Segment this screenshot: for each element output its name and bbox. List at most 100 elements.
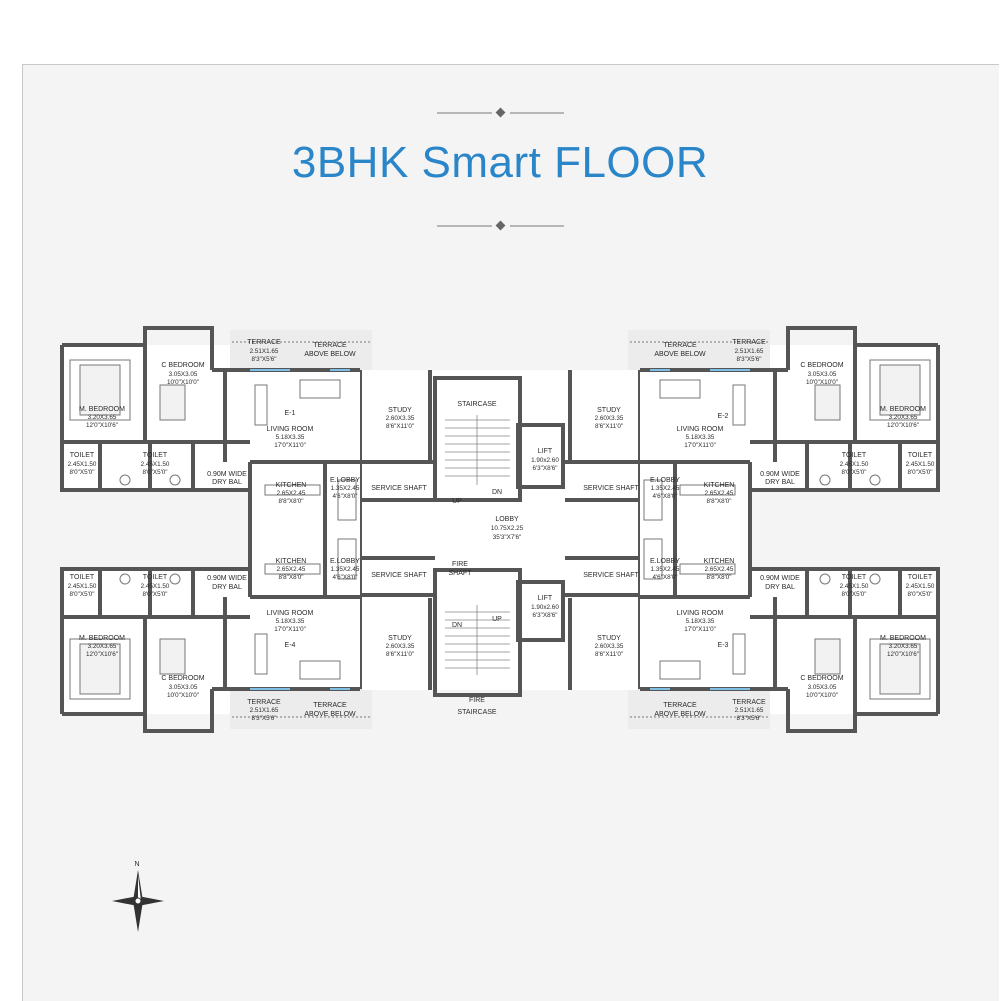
svg-text:2.65X2.45: 2.65X2.45	[705, 490, 734, 497]
e2-service-shaft-label: SERVICE SHAFT	[583, 485, 639, 492]
svg-text:12'0"X10'6": 12'0"X10'6"	[887, 651, 919, 658]
fire-shaft-label-1: FIRE	[452, 561, 468, 568]
e2-terrace-above-label: TERRACE	[663, 342, 697, 349]
e3-toilet1-label: TOILET	[842, 574, 867, 581]
stair-up-label: UP	[452, 498, 462, 505]
svg-text:2.65X2.45: 2.65X2.45	[277, 566, 306, 573]
svg-text:8'6"X11'0": 8'6"X11'0"	[386, 651, 414, 658]
e4-elobby-label: E.LOBBY	[330, 558, 360, 565]
e3-study-label: STUDY	[597, 635, 621, 642]
e2-living-label: LIVING ROOM	[677, 426, 724, 433]
e4-toilet1-label: TOILET	[70, 574, 95, 581]
e1-dry-bal-label: 0.90M WIDE	[207, 471, 247, 478]
svg-text:8'8"X8'0": 8'8"X8'0"	[278, 574, 303, 581]
lift-top-imp: 6'3"X8'6"	[532, 465, 557, 472]
svg-text:2.45X1.50: 2.45X1.50	[906, 583, 935, 590]
compass-north-label: N	[134, 861, 139, 868]
e4-living-label: LIVING ROOM	[267, 610, 314, 617]
lobby-imp: 35'3"X7'6"	[493, 534, 522, 541]
svg-text:DRY BAL: DRY BAL	[212, 584, 242, 591]
svg-text:3.20X3.65: 3.20X3.65	[88, 414, 117, 421]
svg-text:3.20X3.65: 3.20X3.65	[889, 414, 918, 421]
svg-text:ABOVE BELOW: ABOVE BELOW	[654, 711, 706, 718]
svg-text:8'0"X5'0": 8'0"X5'0"	[841, 469, 866, 476]
fire-staircase-label-1: FIRE	[469, 697, 485, 704]
svg-text:8'8"X8'0": 8'8"X8'0"	[706, 498, 731, 505]
svg-text:2.51X1.65: 2.51X1.65	[735, 348, 764, 355]
lift-top-label: LIFT	[538, 448, 553, 455]
e2-study-label: STUDY	[597, 407, 621, 414]
unit-e1	[58, 326, 374, 532]
e3-kitchen-label: KITCHEN	[704, 558, 735, 565]
svg-text:10'0"X10'0": 10'0"X10'0"	[806, 379, 838, 386]
central-core	[362, 370, 638, 697]
svg-text:4'6"X8'0": 4'6"X8'0"	[652, 574, 677, 581]
e2-kitchen-label: KITCHEN	[704, 482, 735, 489]
svg-text:8'0"X5'0": 8'0"X5'0"	[142, 591, 167, 598]
svg-text:10'0"X10'0": 10'0"X10'0"	[806, 692, 838, 699]
e3-terrace-label: TERRACE	[732, 699, 766, 706]
e3-m-bedroom-label: M. BEDROOM	[880, 635, 926, 642]
svg-text:2.45X1.50: 2.45X1.50	[840, 461, 869, 468]
lift-bottom-imp: 6'3"X8'6"	[532, 612, 557, 619]
e4-c-bedroom-label: C BEDROOM	[161, 675, 204, 682]
svg-text:1.35X2.45: 1.35X2.45	[651, 566, 680, 573]
e1-service-shaft-label: SERVICE SHAFT	[371, 485, 427, 492]
svg-text:3.05X3.05: 3.05X3.05	[808, 684, 837, 691]
e1-study-label: STUDY	[388, 407, 412, 414]
svg-text:10'0"X10'0": 10'0"X10'0"	[167, 692, 199, 699]
lobby-dim: 10.75X2.25	[491, 525, 524, 532]
svg-text:4'6"X8'0": 4'6"X8'0"	[332, 574, 357, 581]
e4-study-label: STUDY	[388, 635, 412, 642]
svg-text:5.18X3.35: 5.18X3.35	[276, 618, 305, 625]
staircase-label: STAIRCASE	[457, 401, 496, 408]
lift-bottom-dim: 1.90x2.60	[531, 604, 559, 611]
svg-text:4'6"X8'0": 4'6"X8'0"	[332, 493, 357, 500]
compass-rose-icon: N	[112, 861, 164, 932]
svg-text:12'0"X10'6": 12'0"X10'6"	[86, 422, 118, 429]
fire-stair-up-label: UP	[492, 616, 502, 623]
e3-dry-bal-label: 0.90M WIDE	[760, 575, 800, 582]
svg-text:2.45X1.50: 2.45X1.50	[141, 461, 170, 468]
e1-kitchen-label: KITCHEN	[276, 482, 307, 489]
e1-toilet2-label: TOILET	[143, 452, 168, 459]
svg-text:3.20X3.65: 3.20X3.65	[889, 643, 918, 650]
svg-text:8'8"X8'0": 8'8"X8'0"	[278, 498, 303, 505]
svg-text:8'0"X5'0": 8'0"X5'0"	[841, 591, 866, 598]
e4-m-bedroom-label: M. BEDROOM	[79, 635, 125, 642]
svg-text:3.20X3.65: 3.20X3.65	[88, 643, 117, 650]
svg-text:2.60X3.35: 2.60X3.35	[595, 415, 624, 422]
svg-text:17'0"X11'0": 17'0"X11'0"	[684, 626, 716, 633]
e4-dry-bal-label: 0.90M WIDE	[207, 575, 247, 582]
svg-text:17'0"X11'0": 17'0"X11'0"	[684, 442, 716, 449]
svg-text:2.45X1.50: 2.45X1.50	[68, 461, 97, 468]
svg-text:DRY BAL: DRY BAL	[765, 584, 795, 591]
e3-c-bedroom-label: C BEDROOM	[800, 675, 843, 682]
svg-text:8'3"X5'6": 8'3"X5'6"	[736, 356, 761, 363]
svg-text:1.35X2.45: 1.35X2.45	[331, 566, 360, 573]
svg-text:1.35X2.45: 1.35X2.45	[651, 485, 680, 492]
svg-text:DRY BAL: DRY BAL	[765, 479, 795, 486]
e2-elobby-label: E.LOBBY	[650, 477, 680, 484]
svg-text:2.65X2.45: 2.65X2.45	[277, 490, 306, 497]
svg-text:5.18X3.35: 5.18X3.35	[686, 434, 715, 441]
e2-unit-label: E-2	[718, 413, 729, 420]
svg-text:8'6"X11'0": 8'6"X11'0"	[595, 651, 623, 658]
e3-toilet2-label: TOILET	[908, 574, 933, 581]
e2-dry-bal-label: 0.90M WIDE	[760, 471, 800, 478]
e1-unit-label: E-1	[285, 410, 296, 417]
svg-text:17'0"X11'0": 17'0"X11'0"	[274, 626, 306, 633]
svg-text:2.51X1.65: 2.51X1.65	[250, 707, 279, 714]
e3-terrace-above-label: TERRACE	[663, 702, 697, 709]
svg-text:2.51X1.65: 2.51X1.65	[250, 348, 279, 355]
lift-bottom-label: LIFT	[538, 595, 553, 602]
svg-text:3.05X3.05: 3.05X3.05	[808, 371, 837, 378]
e1-terrace-above-label: TERRACE	[313, 342, 347, 349]
e1-c-bedroom-label: C BEDROOM	[161, 362, 204, 369]
svg-text:2.60X3.35: 2.60X3.35	[386, 643, 415, 650]
svg-text:8'0"X5'0": 8'0"X5'0"	[907, 469, 932, 476]
svg-text:12'0"X10'6": 12'0"X10'6"	[86, 651, 118, 658]
e1-m-bedroom-label: M. BEDROOM	[79, 406, 125, 413]
svg-text:2.65X2.45: 2.65X2.45	[705, 566, 734, 573]
